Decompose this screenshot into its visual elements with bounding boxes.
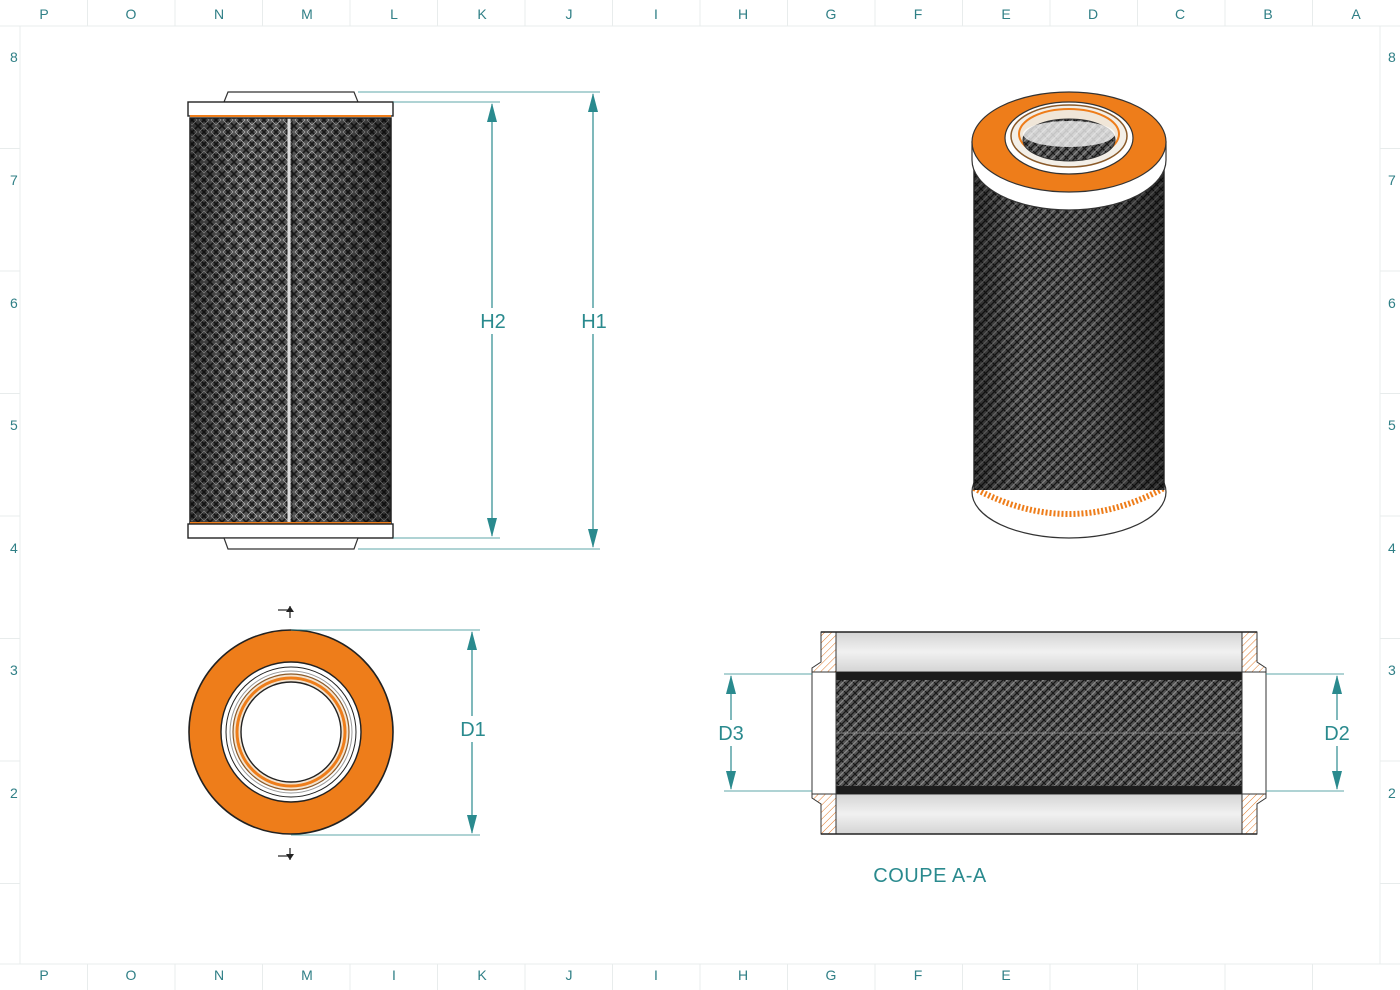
column-label: E: [1001, 6, 1010, 22]
column-label: M: [301, 6, 313, 22]
section-view-a-a: [811, 631, 1267, 835]
bottom-end-cap: [187, 523, 394, 539]
column-label: F: [914, 967, 923, 983]
column-label: G: [826, 967, 837, 983]
column-label: K: [477, 6, 487, 22]
column-label: H: [738, 6, 748, 22]
bottom-spigot: [223, 537, 359, 550]
section-caption: COUPE A-A: [873, 865, 987, 887]
column-label: N: [214, 967, 224, 983]
column-label: P: [39, 6, 48, 22]
section-marker-bottom: [278, 848, 294, 860]
column-label: E: [1001, 967, 1010, 983]
column-label: J: [566, 6, 573, 22]
row-label: 5: [1388, 417, 1396, 433]
row-label: 4: [1388, 540, 1396, 556]
height-dimensions: H2 H1: [358, 91, 613, 550]
row-label: 3: [10, 662, 18, 678]
column-label: K: [477, 967, 487, 983]
column-label: F: [914, 6, 923, 22]
row-label: 4: [10, 540, 18, 556]
row-label: 6: [10, 295, 18, 311]
row-label: 2: [10, 785, 18, 801]
column-labels-top: P O N M L K J I H G F E D C B A: [39, 6, 1361, 22]
h1-label: H1: [581, 311, 607, 333]
row-label: 7: [10, 172, 18, 188]
end-view: [188, 606, 394, 860]
row-label: 7: [1388, 172, 1396, 188]
front-elevation-view: [187, 91, 394, 550]
row-label: 6: [1388, 295, 1396, 311]
column-labels-bottom: P O N M I K J I H G F E: [39, 967, 1010, 983]
row-label: 5: [10, 417, 18, 433]
row-labels-right: 8 7 6 5 4 3 2: [1388, 49, 1396, 801]
row-label: 8: [1388, 49, 1396, 65]
column-label: I: [654, 6, 658, 22]
d1-dimension: D1: [291, 629, 491, 836]
column-label: M: [301, 967, 313, 983]
section-diameter-dimensions: D3 D2: [712, 673, 1356, 792]
column-label: N: [214, 6, 224, 22]
h2-label: H2: [480, 311, 506, 333]
d3-label: D3: [718, 723, 744, 745]
column-label: O: [126, 6, 137, 22]
d2-label: D2: [1324, 723, 1350, 745]
column-label: J: [566, 967, 573, 983]
section-upper-wall: [835, 631, 1243, 673]
top-end-cap: [187, 101, 394, 117]
row-label: 3: [1388, 662, 1396, 678]
column-label: B: [1263, 6, 1272, 22]
left-end-cap-section: [811, 631, 837, 673]
section-lower-wall: [835, 793, 1243, 835]
right-end-cap-section: [1241, 631, 1267, 673]
column-label: C: [1175, 6, 1185, 22]
column-label: G: [826, 6, 837, 22]
end-view-bore: [240, 681, 342, 783]
column-label: I: [392, 967, 396, 983]
section-marker-top: [278, 606, 294, 618]
row-label: 8: [10, 49, 18, 65]
column-label: H: [738, 967, 748, 983]
column-label: I: [654, 967, 658, 983]
d1-label: D1: [460, 719, 486, 741]
column-label: P: [39, 967, 48, 983]
column-label: O: [126, 967, 137, 983]
isometric-view: [971, 91, 1167, 539]
row-label: 2: [1388, 785, 1396, 801]
row-labels-left: 8 7 6 5 4 3 2: [10, 49, 18, 801]
column-label: A: [1351, 6, 1361, 22]
top-spigot: [223, 91, 359, 103]
column-label: D: [1088, 6, 1098, 22]
column-label: L: [390, 6, 398, 22]
